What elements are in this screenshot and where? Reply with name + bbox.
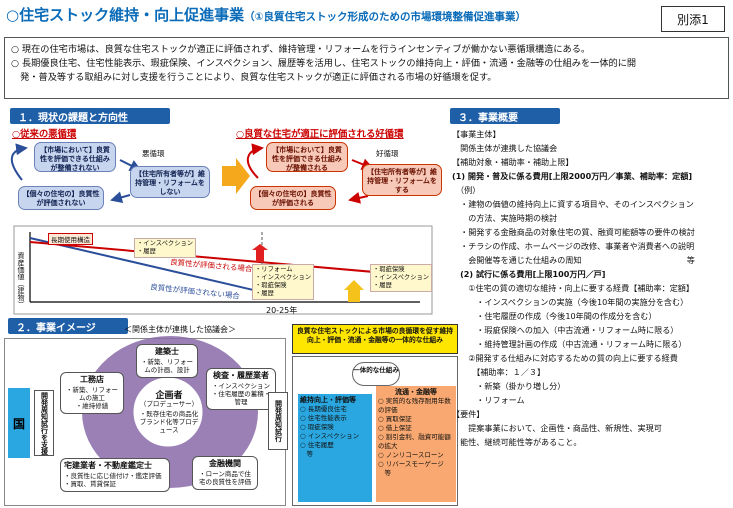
summary-line: ・住宅履歴の作成（今後10年間の作成分を含む） xyxy=(452,311,657,321)
summary-line: 【補助率：１／３】 xyxy=(452,367,546,377)
summary-line: 会開催等を通じた仕組みの周知 等 xyxy=(452,255,695,265)
summary-line: (2) 試行に係る費用[上限100万円／戸] xyxy=(452,269,606,279)
summary-line: 【要件】 xyxy=(452,409,485,419)
graph-ylabel: 資産価値（建物） xyxy=(17,252,25,308)
summary-line: 関係主体が連携した協議会 xyxy=(452,143,558,153)
council-label: ＜関係主体が連携した協議会＞ xyxy=(124,325,236,334)
support-box: 開発周知試行を支援 xyxy=(34,390,54,456)
panel-left: 維持向上・評価等○ 長期優良住宅 ○ 住宅性能表示 ○ 瑕疵保険 ○ インスペク… xyxy=(298,394,372,502)
bad-cycle-label: 悪循環 xyxy=(142,149,165,158)
intro-line-2: ○ 長期優良住宅、住宅性能表示、瑕疵保険、インスペクション、履歴等を活用し、住宅… xyxy=(11,58,637,69)
graph-tag-long-use: 長期使用構造 xyxy=(48,233,93,245)
graph-items-3: ・瑕疵保険 ・インスペクション ・履歴 xyxy=(370,264,433,292)
good-box-house: 【個々の住宅の】良質性が評価される xyxy=(250,186,336,210)
summary-text: 【事業主体】 関係主体が連携した協議会【補助対象・補助率・補助上限】 (1) 開発… xyxy=(452,127,730,449)
bank-box: 金融機関・ローン商品で住宅の良質性を評価 xyxy=(192,456,258,490)
summary-line: ・チラシの作成、ホームページの改修、事業者や消費者への説明 xyxy=(452,241,695,251)
summary-line: 能性、継続可能性等があること。 xyxy=(452,437,582,447)
intro-line-3: 発・普及等する取組みに対し支援を行うことにより、良質な住宅ストックが適正に評価さ… xyxy=(11,72,497,83)
summary-line: ・瑕疵保険への加入（中古流通・リフォーム時に限る） xyxy=(452,325,679,335)
section1-heading: １．現状の課題と方向性 xyxy=(10,108,170,124)
page-subtitle: （①良質住宅ストック形成のための市場環境整備促進事業） xyxy=(244,11,526,23)
contractor-box: 工務店・新築、リフォームの施工 ・維持修繕 xyxy=(60,372,124,414)
summary-line: ①住宅の質の適切な維持・向上に要する経費【補助率：定額】 xyxy=(452,283,694,293)
panel-title: 良質な住宅ストックによる市場の良循環を促す維持向上・評価・流通・金融等の一体的な… xyxy=(292,324,458,354)
intro-line-1: ○ 現在の住宅市場は、良質な住宅ストックが適正に評価されず、維持管理・リフォーム… xyxy=(11,44,591,55)
bad-box-owner: 【住宅所有者等が】維持管理・リフォームをしない xyxy=(130,166,210,198)
bad-box-house: 【個々の住宅の】良質性が評価されない xyxy=(18,186,104,210)
summary-line: 【補助対象・補助率・補助上限】 xyxy=(452,157,574,167)
section3-heading: ３．事業概要 xyxy=(450,108,560,124)
good-cycle-label: 好循環 xyxy=(376,149,399,158)
summary-line: （例） xyxy=(452,185,481,195)
architect-box: 建築士・新築、リフォームの計画、設計 xyxy=(136,344,198,378)
summary-line: ・新築（掛かり増し分） xyxy=(452,381,566,391)
bad-cycle-title: ○従来の悪循環 xyxy=(12,129,77,140)
section2-heading: ２．事業イメージ xyxy=(8,318,128,334)
summary-line: ・インスペクションの実施（今後10年間の実施分を含む） xyxy=(452,297,689,307)
panel-mid: 一体的な仕組み xyxy=(352,362,400,386)
dev-box: 開発周知試行 xyxy=(268,392,288,450)
summary-line: ・維持管理計画の作成（中古流通・リフォーム時に限る） xyxy=(452,339,687,349)
graph-items-1: ・インスペクション ・履歴 xyxy=(134,238,197,258)
summary-line: ・建物の価値の維持向上に資する項目や、そのインスペクション xyxy=(452,199,694,209)
summary-line: 【事業主体】 xyxy=(452,129,501,139)
summary-line: ・リフォーム xyxy=(452,395,525,405)
good-box-market: 【市場において】良質性を評価できる仕組みが整備される xyxy=(266,142,348,172)
summary-line: の方法、実施時期の検討 xyxy=(452,213,558,223)
graph-xlabel: 20-25年 xyxy=(266,306,298,315)
intro-box: ○ 現在の住宅市場は、良質な住宅ストックが適正に評価されず、維持管理・リフォーム… xyxy=(4,37,729,99)
good-box-owner: 【住宅所有者等が】維持管理・リフォームをする xyxy=(362,164,442,196)
summary-line: 提案事業において、企画性・商品性、新規性、実現可 xyxy=(452,423,662,433)
country-box: 国 xyxy=(8,388,30,458)
page-title: ○住宅ストック維持・向上促進事業（①良質住宅ストック形成のための市場環境整備促進… xyxy=(6,6,526,24)
bad-box-market: 【市場において】良質性を評価できる仕組みが整備されない xyxy=(34,142,116,172)
inspector-box: 検査・履歴業者・インスペクション ・住宅履歴の蓄積・管理 xyxy=(206,368,276,410)
summary-line: ②開発する仕組みに対応するための質の向上に要する経費 xyxy=(452,353,678,363)
planner-center: 企画者 （プロデューサー） ・既存住宅の商品化ブランド化等プロデュース xyxy=(139,391,199,435)
panel-right: 流通・金融等○ 実質的な残存耐用年数の評価 ○ 買取保証 ○ 借上保証 ○ 割引… xyxy=(376,386,456,502)
realtor-box: 宅建業者・不動産鑑定士・良質性に応じ値付け・鑑定評価 ・買取、賃貸保証 xyxy=(60,458,170,492)
graph-items-2: ・リフォーム ・インスペクション ・瑕疵保険 ・履歴 xyxy=(252,264,315,300)
summary-line: ・開発する金融商品の対象住宅の質、融資可能額等の要件の検討 xyxy=(452,227,695,237)
summary-line: (1) 開発・普及に係る費用[上限2000万円／事業、補助率：定額] xyxy=(452,171,693,181)
annex-label: 別添1 xyxy=(661,6,725,32)
good-cycle-title: ○良質な住宅が適正に評価される好循環 xyxy=(236,129,404,140)
